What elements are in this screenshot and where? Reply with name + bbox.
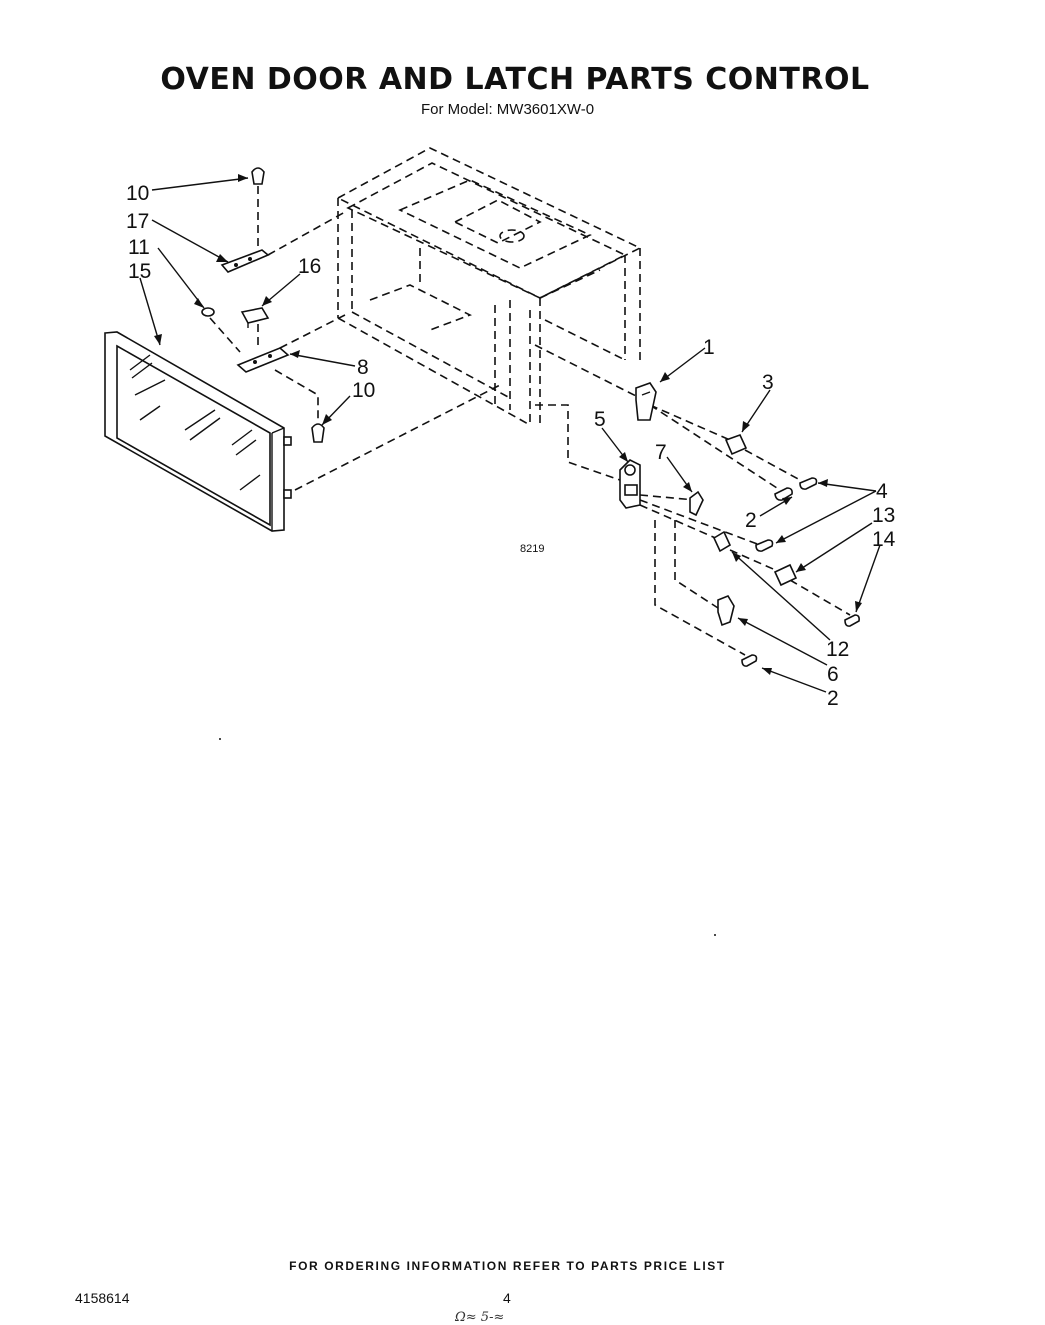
latch-part-1 — [635, 382, 657, 421]
figure-number: 8219 — [520, 543, 544, 555]
callout-label: 12 — [826, 638, 849, 661]
callout-label: 5 — [594, 408, 606, 431]
latch-screw-2-upper — [774, 487, 793, 501]
latch-screw-4-lower — [755, 539, 774, 552]
callout-label: 1 — [703, 336, 715, 359]
latch-connection-lines — [534, 344, 851, 656]
latch-screw-4-upper — [799, 477, 818, 490]
callout-label: 10 — [126, 182, 149, 205]
oven-cabinet-outline — [336, 147, 642, 426]
callout-label: 10 — [352, 379, 375, 402]
page-number: 4 — [503, 1290, 511, 1306]
model-subtitle: For Model: MW3601XW-0 — [420, 101, 595, 118]
lower-hinge-plate — [236, 314, 346, 420]
page-title: OVEN DOOR AND LATCH PARTS CONTROL — [160, 62, 870, 97]
callout-label: 2 — [827, 687, 839, 710]
door-panel — [104, 331, 292, 532]
switch-bracket-5 — [619, 459, 641, 509]
switch-part-6 — [717, 595, 735, 627]
callout-label: 13 — [872, 504, 895, 527]
callout-labels: 10 17 11 15 16 8 10 1 3 5 7 4 2 13 14 12… — [126, 182, 896, 710]
door-glass-reflection-marks — [129, 354, 261, 491]
document-number: 4158614 — [75, 1290, 130, 1306]
latch-part-3 — [724, 434, 748, 456]
callout-label: 7 — [655, 441, 667, 464]
callout-label: 16 — [298, 255, 321, 278]
callout-label: 4 — [876, 480, 888, 503]
callout-label: 11 — [128, 236, 150, 259]
callout-label: 6 — [827, 663, 839, 686]
callout-label: 17 — [126, 210, 149, 233]
leader-arrows — [139, 174, 881, 693]
ordering-note: FOR ORDERING INFORMATION REFER TO PARTS … — [289, 1259, 726, 1273]
hinge-screw-bottom — [311, 423, 325, 443]
hinge-washer — [201, 307, 241, 353]
switch-part-7 — [689, 490, 704, 517]
callout-label: 3 — [762, 371, 774, 394]
callout-label: 8 — [357, 356, 369, 379]
callout-label: 14 — [872, 528, 896, 551]
callout-label: 2 — [745, 509, 757, 532]
latch-screw-14 — [844, 614, 860, 627]
latch-screw-2-lower — [741, 654, 758, 667]
switch-part-13 — [773, 563, 798, 587]
hinge-screw-top — [251, 167, 265, 255]
upper-hinge-plate — [220, 211, 346, 273]
callout-label: 15 — [128, 260, 151, 283]
handwritten-note: Ω≈ 5-≈ — [455, 1310, 505, 1325]
door-stop-block — [240, 307, 270, 328]
switch-part-12 — [712, 530, 732, 553]
